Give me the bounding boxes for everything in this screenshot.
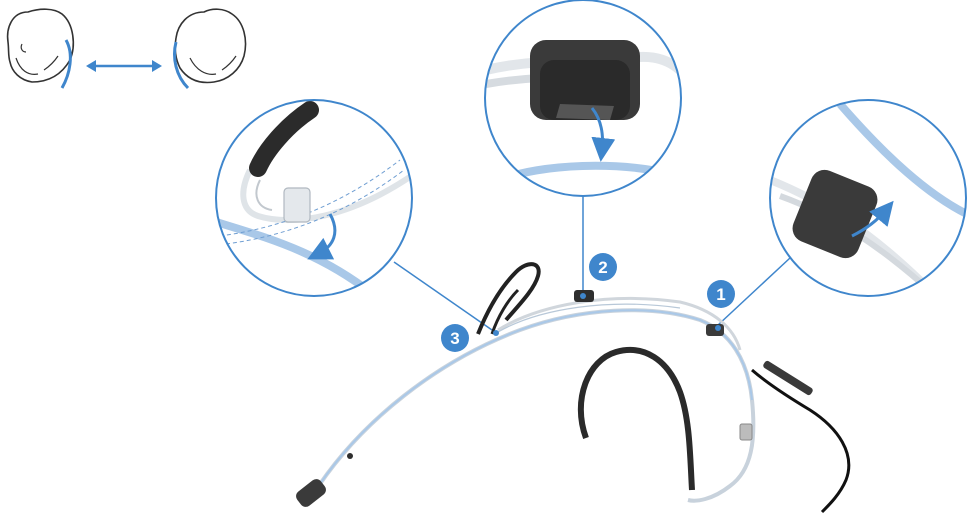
- connector-left: [394, 262, 492, 330]
- step-label-3: 3: [450, 329, 459, 348]
- step-badge-1: 1: [707, 280, 735, 308]
- cable: [752, 370, 849, 512]
- head-left-icon: [8, 9, 74, 88]
- clip-1-on-headset: [706, 324, 724, 336]
- headset: [294, 264, 849, 512]
- ear-hook-large: [581, 350, 692, 490]
- step-badge-3: 3: [441, 324, 469, 352]
- step-badge-2: 2: [589, 253, 617, 281]
- detail-circle-left: [210, 100, 420, 300]
- detail-circle-middle: [485, 0, 681, 196]
- head-right-icon: [175, 9, 246, 88]
- detail-circle-right: [770, 100, 971, 300]
- step-label-1: 1: [716, 285, 725, 304]
- double-arrow-icon: [86, 60, 162, 72]
- step-label-2: 2: [598, 258, 607, 277]
